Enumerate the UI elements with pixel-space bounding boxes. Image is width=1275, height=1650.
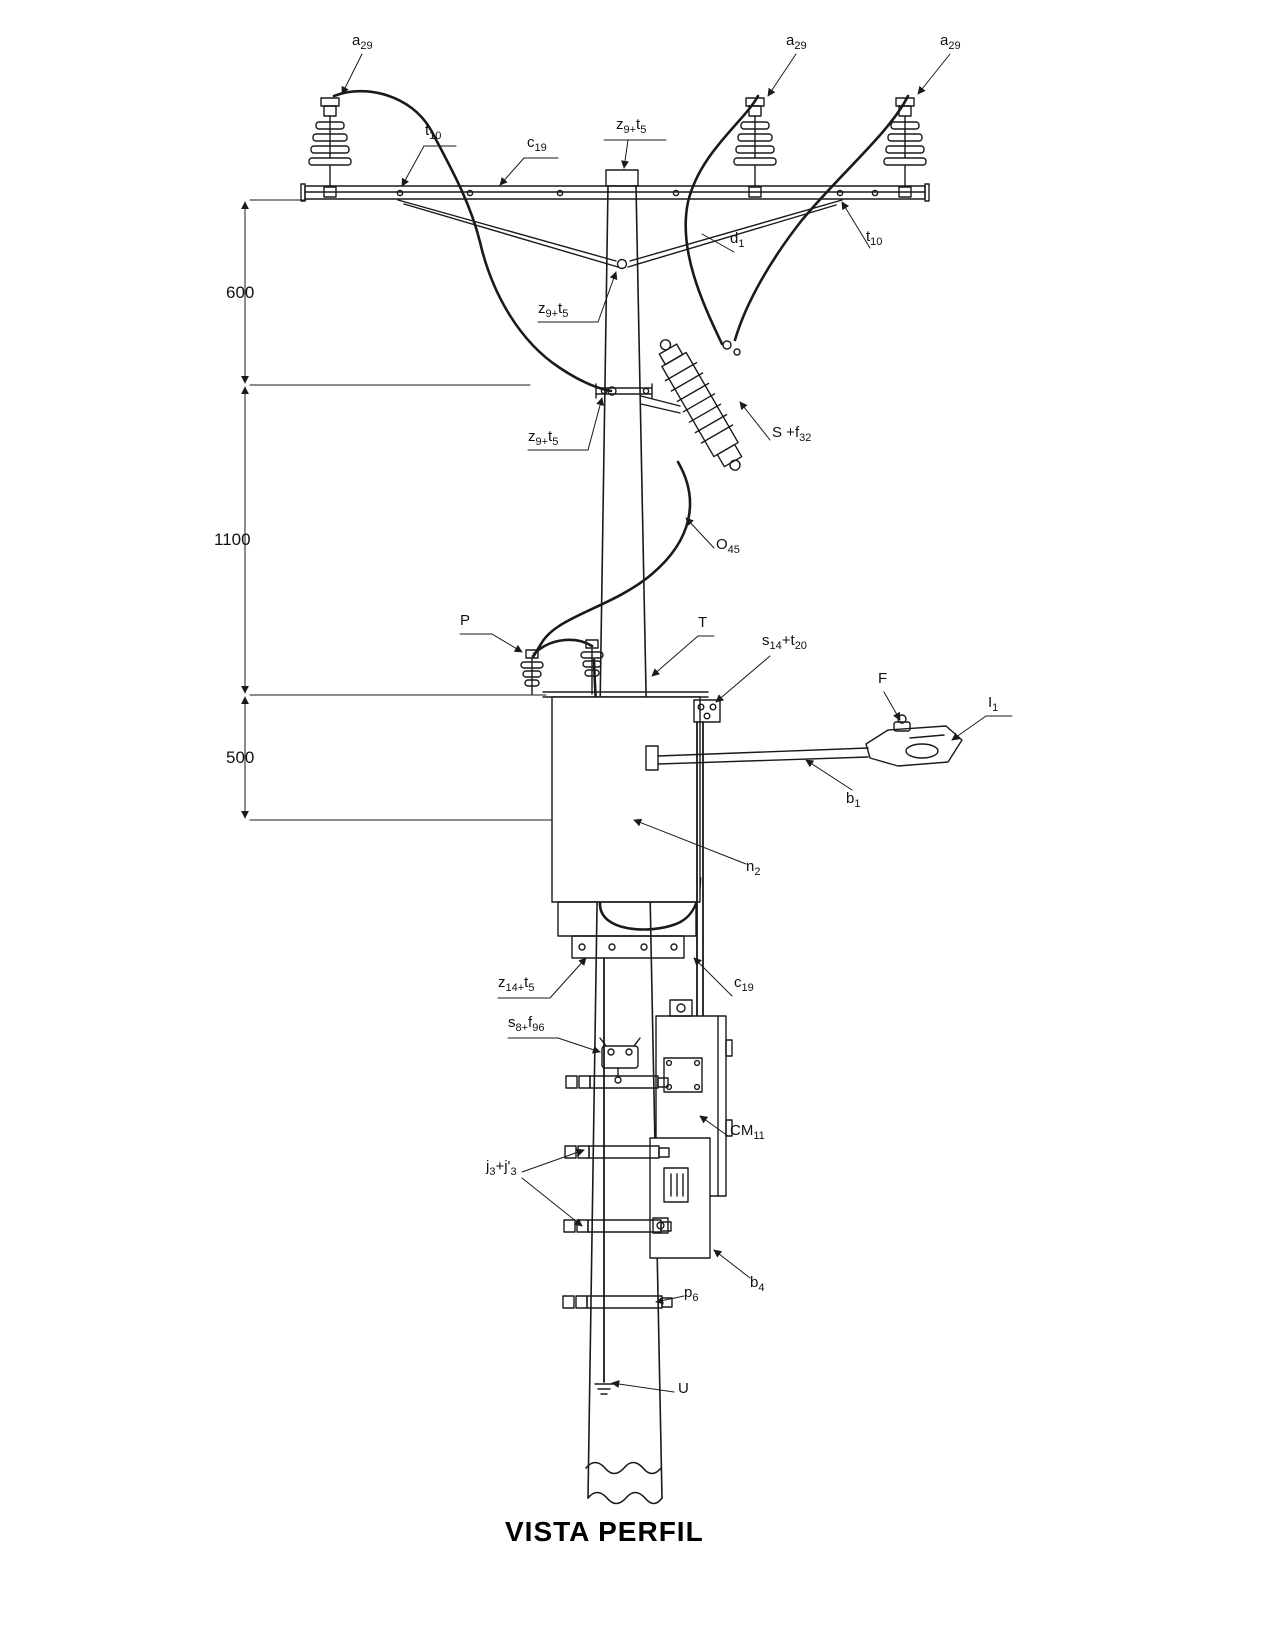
label-o45: O45 <box>716 536 740 556</box>
crossarm <box>301 170 929 201</box>
riser-cable <box>697 722 703 1020</box>
label-cm11: CM11 <box>730 1122 765 1142</box>
meter-box <box>650 1138 710 1258</box>
label-j3j3: j3+j'3 <box>486 1158 517 1178</box>
label-a29-left: a29 <box>352 32 373 52</box>
label-p: P <box>460 612 471 629</box>
streetlight <box>646 715 962 770</box>
label-a29-right: a29 <box>940 32 961 52</box>
ground-wire <box>595 958 613 1394</box>
dimension-lines <box>241 200 600 820</box>
label-b1: b1 <box>846 790 861 810</box>
label-c19-low: c19 <box>734 974 754 994</box>
fuse-cutout <box>641 331 753 478</box>
dimension-1100: 1100 <box>214 530 251 549</box>
surge-device <box>600 1038 640 1083</box>
leader-lines <box>342 54 1012 1392</box>
label-c19-top: c19 <box>527 134 547 154</box>
label-t: T <box>698 614 708 631</box>
insulator-left <box>308 97 352 187</box>
label-i1: I1 <box>988 694 999 714</box>
label-z9t5-low: z9+t5 <box>528 428 559 448</box>
label-n2: n2 <box>746 858 761 878</box>
insulator-right <box>883 97 927 187</box>
label-t10-right: t10 <box>866 228 883 248</box>
label-b4: b4 <box>750 1274 765 1294</box>
label-f: F <box>878 670 888 687</box>
label-z14t5: z14+t5 <box>498 974 535 994</box>
label-p6: p6 <box>684 1284 699 1304</box>
label-d1: d1 <box>730 230 745 250</box>
label-s8f96: s8+f96 <box>508 1014 545 1034</box>
transformer-bushing-primary <box>521 650 543 694</box>
dimension-600: 600 <box>226 283 255 302</box>
label-t10-left: t10 <box>425 122 442 142</box>
insulator-middle <box>733 97 777 187</box>
dimension-500: 500 <box>226 748 255 767</box>
label-s14t20: s14+t20 <box>762 632 807 652</box>
transformer-bushing-secondary <box>581 640 603 694</box>
label-u: U <box>678 1380 689 1397</box>
drawing-title: VISTA PERFIL <box>505 1516 704 1547</box>
label-a29-mid: a29 <box>786 32 807 52</box>
crossarm-brace <box>398 200 842 269</box>
label-z9t5-top: z9+t5 <box>616 116 647 136</box>
mid-pole-bracket <box>596 384 652 398</box>
label-s-f32: S +f32 <box>772 424 812 444</box>
label-z9t5-mid: z9+t5 <box>538 300 569 320</box>
transformer <box>543 692 708 958</box>
riser-bracket <box>694 700 720 722</box>
